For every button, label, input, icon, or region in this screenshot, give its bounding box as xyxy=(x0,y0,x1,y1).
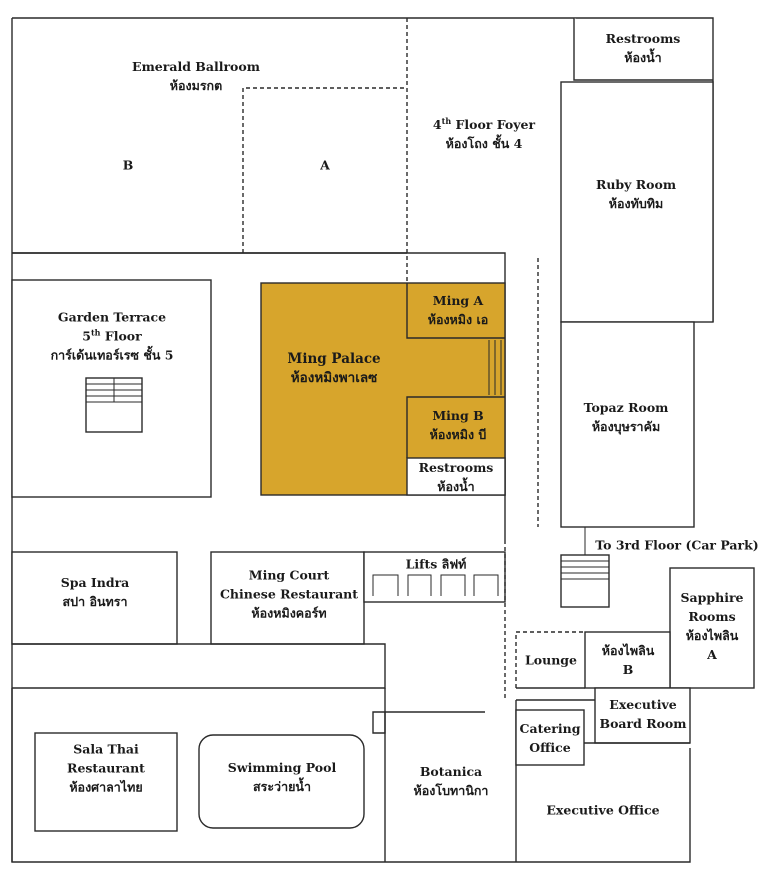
ming-court-wall xyxy=(210,551,365,645)
lifts-wall xyxy=(363,551,506,603)
ming-ab-walls xyxy=(406,283,505,458)
lift-cars xyxy=(372,574,499,596)
lounge-dashed xyxy=(515,631,585,688)
garden-terrace-label: Garden Terrace 5th Floor การ์เด้นเทอร์เร… xyxy=(50,309,174,363)
executive-office-label: Executive Office xyxy=(546,802,660,818)
restrooms-mid-wall xyxy=(406,457,506,496)
ballroom-divider xyxy=(242,87,407,253)
ruby-room-wall xyxy=(560,81,714,323)
stair-icon-carpark xyxy=(560,527,610,608)
sapphire-a-wall xyxy=(669,567,755,689)
ming-partition xyxy=(488,340,502,395)
swimming-pool-wall xyxy=(198,734,365,829)
foyer-label: 4th Floor Foyer ห้องโถง ชั้น 4 xyxy=(432,115,536,151)
exec-board-wall xyxy=(594,687,691,744)
spa-wall xyxy=(11,551,178,645)
ballroom-section-b: B xyxy=(122,157,134,173)
sala-thai-wall xyxy=(34,732,178,832)
ballroom-section-a: A xyxy=(320,157,330,173)
stair-icon-garden xyxy=(85,377,143,433)
to-3rd-floor-label: To 3rd Floor (Car Park) xyxy=(595,537,759,553)
restrooms-top-wall xyxy=(573,18,713,81)
lounge-label: Lounge xyxy=(525,652,577,668)
corridor-strip-wall xyxy=(12,643,386,689)
catering-wall xyxy=(515,709,585,766)
lifts-label: Lifts ลิฟท์ xyxy=(405,556,467,572)
topaz-room-wall xyxy=(560,321,695,528)
botanica-door xyxy=(372,711,386,734)
